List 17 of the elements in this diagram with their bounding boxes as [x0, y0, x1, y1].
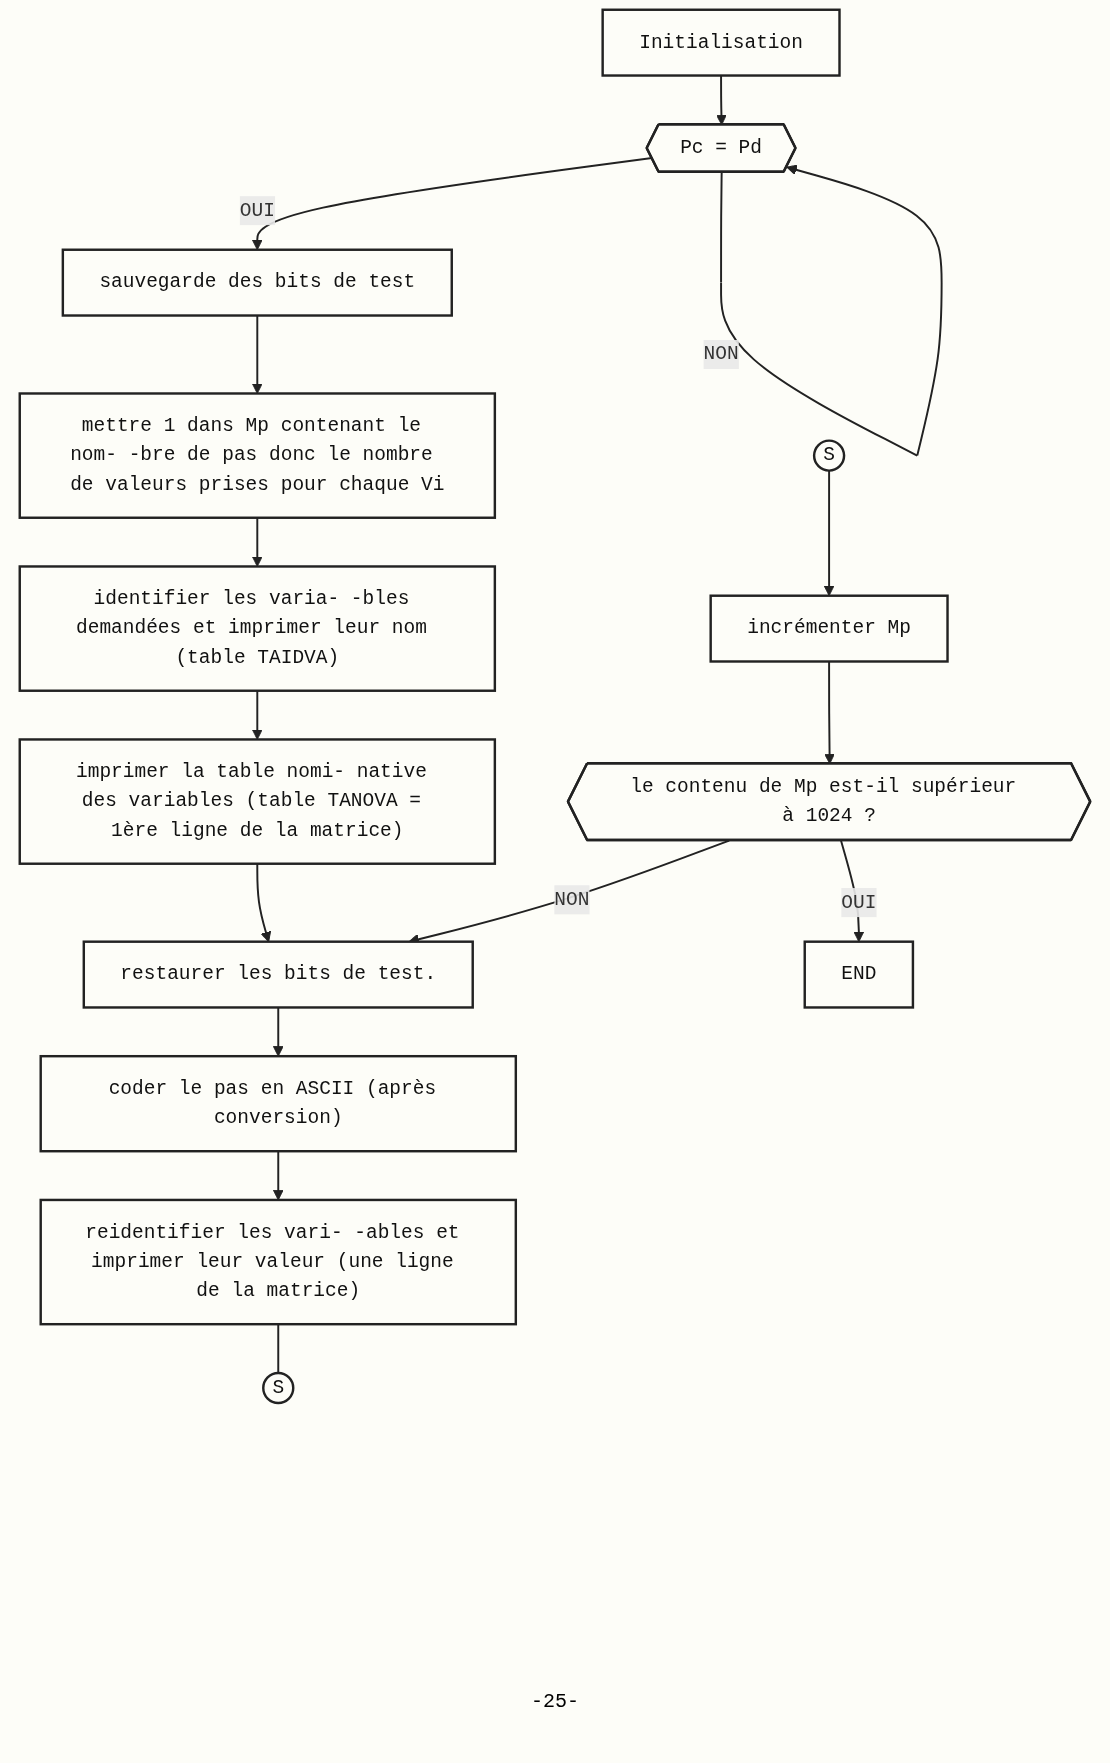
node-circle: S: [262, 1371, 295, 1405]
edge-label: NON: [703, 343, 739, 366]
node-box: restaurer les bits de test.: [82, 940, 474, 1009]
node-box: mettre 1 dans Mp contenant le nom- -bre de pas donc le nombre de valeurs prises pour chaque Vi: [18, 392, 497, 519]
node-box: sauvegarde des bits de test: [61, 248, 453, 317]
edge-label: OUI: [841, 891, 877, 914]
node-circle: S: [812, 439, 846, 472]
node-box: Initialisation: [601, 8, 841, 77]
page-number: -25-: [531, 1690, 579, 1713]
node-box: identifier les varia- -bles demandées et imprimer leur nom (table TAIDVA): [18, 565, 497, 692]
node-box: imprimer la table nomi- native des variables (table TANOVA = 1ère ligne de la matrice): [18, 738, 497, 865]
edge-label: NON: [554, 888, 590, 911]
edge-label: OUI: [239, 199, 275, 222]
node-box: incrémenter Mp: [709, 594, 949, 663]
node-box: END: [803, 940, 915, 1009]
node-box: reidentifier les vari- -ables et imprimer leur valeur (une ligne de la matrice): [39, 1198, 518, 1326]
node-box: coder le pas en ASCII (après conversion): [39, 1054, 518, 1153]
